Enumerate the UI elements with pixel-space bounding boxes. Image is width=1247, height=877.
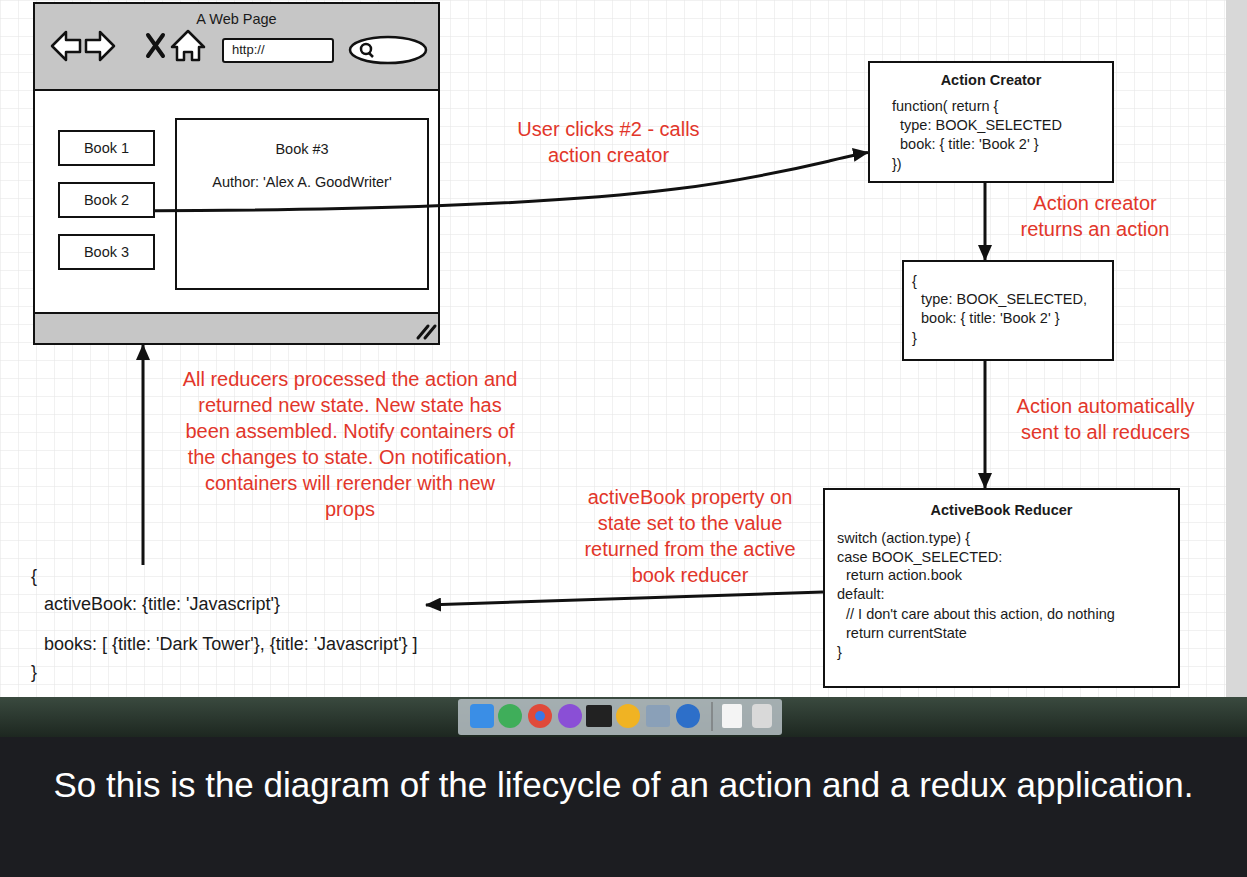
browser-window: A Web Page http:// Book 1 Book 2 Book 3 Book … bbox=[33, 2, 440, 345]
stop-icon bbox=[148, 35, 163, 56]
flow-arrow bbox=[426, 592, 823, 605]
flow-annotation: All reducers processed the action and re… bbox=[180, 366, 520, 522]
action-creator-box: Action Creator function( return {type: BO… bbox=[868, 61, 1114, 183]
code-line: type: BOOK_SELECTED, bbox=[921, 290, 1087, 308]
book-button: Book 3 bbox=[58, 234, 155, 270]
caption-bar bbox=[0, 737, 1247, 877]
button-label: Book 2 bbox=[84, 191, 129, 209]
action-object-box: {type: BOOK_SELECTED,book: { title: 'Boo… bbox=[902, 260, 1114, 361]
flow-annotation: activeBook property on state set to the … bbox=[565, 484, 815, 588]
url-text: http:// bbox=[232, 41, 265, 59]
dock-bar bbox=[0, 697, 1247, 737]
code-line: activeBook: {title: 'Javascript'} bbox=[44, 593, 280, 615]
code-line: }) bbox=[892, 155, 902, 173]
video-caption: So this is the diagram of the lifecycle … bbox=[20, 757, 1227, 813]
window-edge bbox=[1226, 0, 1247, 697]
flow-annotation: Action creator returns an action bbox=[1000, 190, 1190, 242]
home-icon bbox=[172, 31, 204, 60]
code-line: case BOOK_SELECTED: bbox=[837, 548, 1002, 566]
code-line: { bbox=[31, 565, 37, 587]
code-line: return currentState bbox=[846, 624, 967, 642]
code-line: } bbox=[31, 661, 37, 683]
canvas bbox=[0, 0, 1226, 697]
flow-arrow bbox=[142, 345, 145, 565]
code-line: books: [ {title: 'Dark Tower'}, {title: … bbox=[44, 633, 418, 655]
code-line: return action.book bbox=[846, 566, 962, 584]
state-object: { activeBook: {title: 'Javascript'} books:… bbox=[30, 565, 426, 690]
book-button: Book 2 bbox=[58, 182, 155, 218]
book-title: Book #3 bbox=[275, 140, 328, 158]
code-line: book: { title: 'Book 2' } bbox=[900, 135, 1039, 153]
reducer-box: ActiveBook Reducer switch (action.type) {… bbox=[823, 488, 1180, 688]
box-title: ActiveBook Reducer bbox=[931, 501, 1073, 519]
back-icon bbox=[52, 32, 80, 60]
browser-chrome bbox=[33, 2, 440, 345]
code-line: } bbox=[912, 329, 917, 347]
forward-icon bbox=[86, 32, 114, 60]
dock bbox=[458, 699, 782, 735]
code-line: type: BOOK_SELECTED bbox=[900, 116, 1062, 134]
button-label: Book 3 bbox=[84, 243, 129, 261]
book-author: Author: 'Alex A. GoodWriter' bbox=[212, 173, 391, 191]
search-field bbox=[350, 37, 426, 63]
button-label: Book 1 bbox=[84, 139, 129, 157]
url-field: http:// bbox=[222, 38, 334, 63]
code-comment: // I don't care about this action, do no… bbox=[846, 605, 1115, 623]
code-line: function( return { bbox=[892, 97, 998, 115]
flow-annotation: Action automatically sent to all reducer… bbox=[998, 393, 1213, 445]
search-icon bbox=[369, 53, 373, 57]
grid bbox=[0, 0, 1226, 697]
code-line: switch (action.type) { bbox=[837, 529, 970, 547]
book-button: Book 1 bbox=[58, 130, 155, 166]
flow-arrow bbox=[984, 183, 987, 260]
flow-arrow bbox=[984, 361, 987, 488]
flow-arrow bbox=[155, 153, 868, 211]
code-line: default: bbox=[837, 585, 885, 603]
book-detail-panel: Book #3 Author: 'Alex A. GoodWriter' bbox=[175, 118, 429, 290]
resize-grip bbox=[418, 326, 435, 338]
box-title: Action Creator bbox=[941, 71, 1042, 89]
flow-annotation: User clicks #2 - calls action creator bbox=[496, 116, 721, 168]
code-line: } bbox=[837, 643, 842, 661]
code-line: book: { title: 'Book 2' } bbox=[921, 309, 1060, 327]
code-line: { bbox=[912, 272, 917, 290]
window-title: A Web Page bbox=[196, 10, 276, 28]
